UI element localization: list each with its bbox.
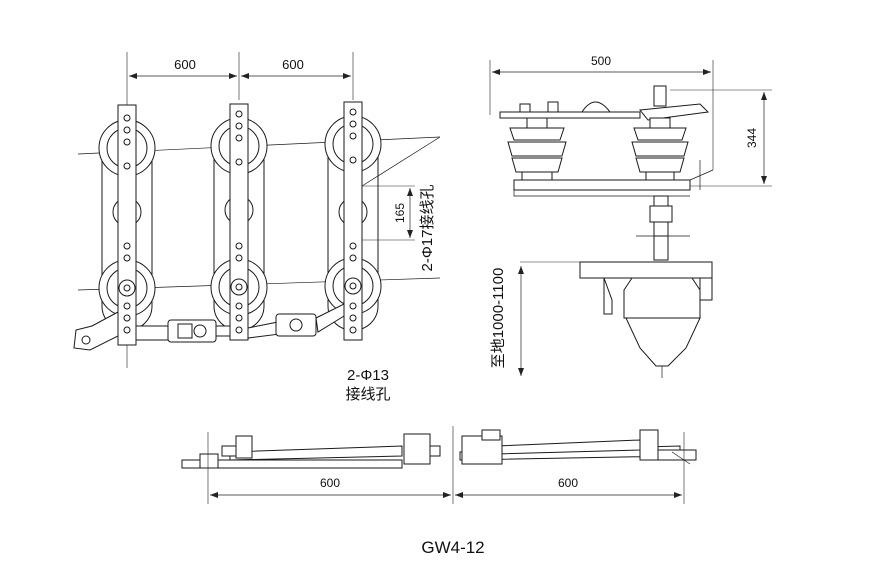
- pole-3: [324, 101, 382, 341]
- pole-1: [73, 104, 156, 351]
- front-view: 600 600: [73, 52, 441, 403]
- dim-plan-left: 600: [320, 476, 340, 490]
- dim-vertical-165: 165: [393, 203, 407, 223]
- dim-pole-spacing-1: 600: [174, 57, 196, 72]
- linkage-rods: [135, 303, 345, 343]
- insulator-right: [631, 117, 689, 181]
- dim-pole-spacing-2: 600: [282, 57, 304, 72]
- plan-view: 600 600: [181, 426, 697, 504]
- note-terminal-holes-13-label: 接线孔: [345, 386, 390, 403]
- dim-width-500: 500: [591, 54, 611, 68]
- dim-plan-right: 600: [558, 476, 578, 490]
- insulator-left: [507, 117, 567, 181]
- drawing-caption: GW4-12: [421, 538, 484, 557]
- side-view: 500 344: [489, 54, 772, 378]
- note-terminal-holes-17: 2-Φ17接线孔: [419, 185, 436, 272]
- pole-2: [210, 103, 268, 341]
- note-ground-distance: 至地1000-1100: [490, 268, 507, 369]
- note-terminal-holes-13-size: 2-Φ13: [347, 367, 389, 384]
- dim-height-344: 344: [745, 128, 759, 148]
